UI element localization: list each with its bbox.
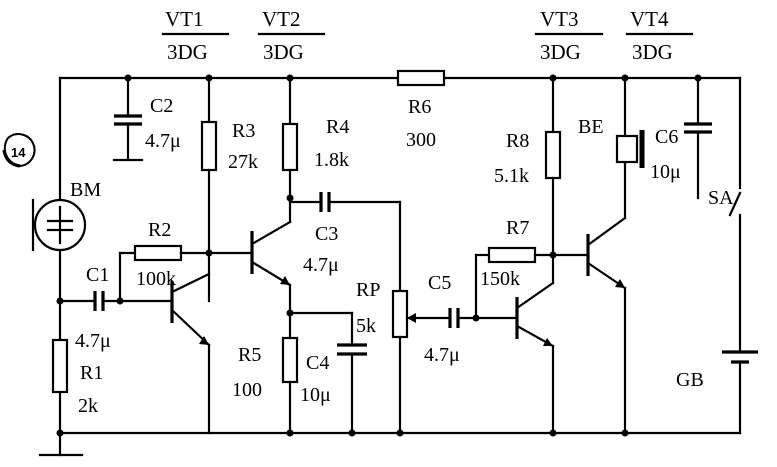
vt4-type: 3DG bbox=[632, 40, 673, 64]
c2-name: C2 bbox=[150, 95, 173, 117]
header-vt3: VT3 3DG bbox=[534, 7, 604, 64]
r3-value: 27k bbox=[228, 151, 258, 173]
r5-name: R5 bbox=[238, 344, 261, 366]
r2-name: R2 bbox=[148, 219, 171, 241]
vt3-type: 3DG bbox=[540, 40, 581, 64]
r3-name: R3 bbox=[232, 120, 255, 142]
be-name: BE bbox=[578, 116, 604, 138]
c3-value: 4.7μ bbox=[303, 254, 339, 276]
c5-value: 4.7μ bbox=[424, 344, 460, 366]
vt1-name: VT1 bbox=[165, 7, 204, 31]
capacitor-c4: C4 10μ bbox=[288, 311, 367, 435]
r8-name: R8 bbox=[506, 130, 529, 152]
resistor-r8: R8 5.1k bbox=[494, 76, 562, 285]
figure-number: 14 bbox=[11, 145, 26, 160]
gb-name: GB bbox=[676, 369, 704, 391]
header-vt2: VT2 3DG bbox=[257, 7, 326, 64]
capacitor-c2: C2 4.7μ bbox=[112, 76, 181, 162]
capacitor-c6: C6 10μ bbox=[650, 76, 712, 200]
resistor-r7: R7 150k bbox=[474, 217, 588, 320]
vt4-name: VT4 bbox=[630, 7, 669, 31]
earphone-be: BE bbox=[578, 76, 645, 168]
resistor-r2: R2 100k bbox=[118, 219, 252, 303]
r4-value: 1.8k bbox=[314, 149, 349, 171]
c6-value: 10μ bbox=[650, 161, 681, 183]
r8-value: 5.1k bbox=[494, 165, 529, 187]
capacitor-c5: C5 4.7μ bbox=[424, 272, 517, 366]
vt3-name: VT3 bbox=[540, 7, 579, 31]
transistor-vt2 bbox=[250, 196, 292, 315]
rp-value: 5k bbox=[356, 315, 376, 337]
r6-name: R6 bbox=[408, 96, 431, 118]
transistor-vt3 bbox=[515, 281, 555, 435]
transistor-vt1 bbox=[170, 272, 211, 435]
r7-name: R7 bbox=[506, 217, 529, 239]
switch-sa: SA bbox=[708, 76, 742, 354]
c4-value: 10μ bbox=[300, 384, 331, 406]
vt1-type: 3DG bbox=[167, 40, 208, 64]
resistor-r4: R4 1.8k bbox=[281, 76, 349, 200]
transistor-vt4 bbox=[586, 160, 627, 435]
header-vt1: VT1 3DG bbox=[161, 7, 230, 64]
sa-name: SA bbox=[708, 187, 734, 209]
c6-name: C6 bbox=[655, 126, 678, 148]
left-column-wire bbox=[38, 76, 84, 457]
rp-name: RP bbox=[356, 279, 380, 301]
resistor-r5: R5 100 bbox=[232, 311, 299, 435]
c4-name: C4 bbox=[306, 352, 329, 374]
header-vt4: VT4 3DG bbox=[625, 7, 694, 64]
microphone-bm: BM bbox=[31, 179, 101, 252]
vt2-name: VT2 bbox=[262, 7, 301, 31]
r2-value: 100k bbox=[136, 268, 176, 290]
capacitor-c3: C3 4.7μ bbox=[288, 192, 402, 293]
c1-value: 4.7μ bbox=[75, 330, 111, 352]
potentiometer-rp: RP 5k bbox=[356, 279, 452, 435]
capacitor-c1: C1 4.7μ bbox=[58, 264, 172, 352]
vt2-type: 3DG bbox=[263, 40, 304, 64]
c5-name: C5 bbox=[428, 272, 451, 294]
resistor-r6: R6 300 bbox=[396, 69, 446, 151]
c3-name: C3 bbox=[315, 223, 338, 245]
r5-value: 100 bbox=[232, 379, 262, 401]
c1-name: C1 bbox=[86, 264, 109, 286]
r4-name: R4 bbox=[326, 116, 349, 138]
r1-value: 2k bbox=[78, 395, 98, 417]
resistor-r1: R1 2k bbox=[51, 338, 103, 417]
r6-value: 300 bbox=[406, 129, 436, 151]
r7-value: 150k bbox=[480, 268, 520, 290]
battery-gb: GB bbox=[676, 350, 758, 435]
resistor-r3: R3 27k bbox=[200, 76, 258, 303]
figure-number-badge: 14 bbox=[2, 133, 36, 168]
bm-name: BM bbox=[70, 179, 101, 201]
r1-name: R1 bbox=[80, 362, 103, 384]
c2-value: 4.7μ bbox=[145, 130, 181, 152]
